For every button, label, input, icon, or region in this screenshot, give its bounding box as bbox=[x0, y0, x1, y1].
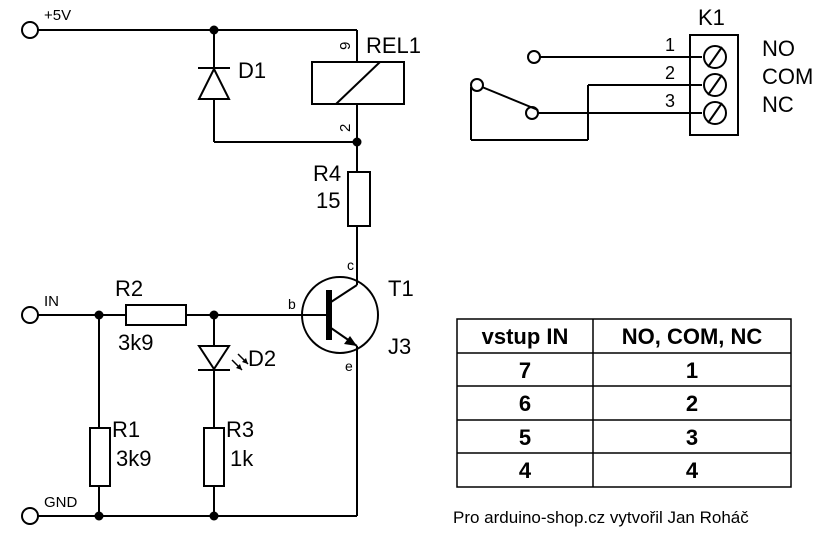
k1-label-nc: NC bbox=[762, 92, 794, 117]
vcc-terminal bbox=[21, 21, 39, 39]
k1-pin-3: 3 bbox=[665, 91, 675, 111]
junction-dot bbox=[209, 511, 219, 521]
r1-label: R1 bbox=[112, 417, 140, 442]
table-cell: 3 bbox=[686, 425, 698, 450]
led-d2: D2 bbox=[197, 315, 276, 428]
table-header-output: NO, COM, NC bbox=[622, 324, 763, 349]
mapping-table: vstup IN NO, COM, NC 7 1 6 2 5 3 4 4 bbox=[456, 318, 792, 488]
r2-label: R2 bbox=[115, 276, 143, 301]
r4-value: 15 bbox=[316, 188, 340, 213]
ground-net: GND bbox=[21, 494, 357, 525]
vcc-net: +5V bbox=[21, 7, 358, 62]
gnd-terminal bbox=[21, 507, 39, 525]
junction-dot bbox=[94, 511, 104, 521]
connector-k1: K1 1 2 3 NO COM NC bbox=[665, 5, 813, 136]
table-cell: 2 bbox=[686, 391, 698, 416]
emitter-label: e bbox=[345, 358, 353, 374]
table-cell: 7 bbox=[519, 358, 531, 383]
relay-pin-2: 2 bbox=[337, 124, 354, 132]
transistor-t1: c b e T1 J3 bbox=[288, 257, 414, 516]
r1-value: 3k9 bbox=[116, 446, 151, 471]
junction-dot bbox=[352, 137, 362, 147]
vcc-label: +5V bbox=[44, 7, 71, 24]
input-net: IN R2 3k9 bbox=[21, 276, 296, 355]
r3-label: R3 bbox=[226, 417, 254, 442]
in-label: IN bbox=[44, 293, 59, 310]
table-cell: 1 bbox=[686, 358, 698, 383]
d1-label: D1 bbox=[238, 58, 266, 83]
k1-label-com: COM bbox=[762, 64, 813, 89]
gnd-label: GND bbox=[44, 494, 78, 511]
resistor-r4: R4 15 bbox=[313, 161, 371, 268]
k1-pin-2: 2 bbox=[665, 63, 675, 83]
k1-pin-1: 1 bbox=[665, 35, 675, 55]
table-cell: 4 bbox=[519, 458, 532, 483]
relay-coil: REL1 9 2 bbox=[311, 33, 421, 172]
table-header-input: vstup IN bbox=[482, 324, 569, 349]
collector-label: c bbox=[347, 257, 354, 273]
diode-d1: D1 bbox=[197, 30, 357, 143]
table-cell: 4 bbox=[686, 458, 699, 483]
rel1-label: REL1 bbox=[366, 33, 421, 58]
t1-label: T1 bbox=[388, 276, 414, 301]
contact-com bbox=[470, 78, 484, 92]
in-terminal bbox=[21, 306, 39, 324]
resistor-r3: R3 1k bbox=[203, 417, 254, 516]
table-cell: 6 bbox=[519, 391, 531, 416]
contact-no bbox=[527, 50, 541, 64]
r4-label: R4 bbox=[313, 161, 341, 186]
t1-type: J3 bbox=[388, 334, 411, 359]
resistor-r2 bbox=[125, 304, 187, 326]
r3-value: 1k bbox=[230, 446, 254, 471]
k1-label-no: NO bbox=[762, 36, 795, 61]
k1-label: K1 bbox=[698, 5, 725, 30]
r2-value: 3k9 bbox=[118, 330, 153, 355]
table-cell: 5 bbox=[519, 425, 531, 450]
d2-label: D2 bbox=[248, 346, 276, 371]
credit-text: Pro arduino-shop.cz vytvořil Jan Roháč bbox=[453, 508, 749, 527]
relay-contacts bbox=[470, 50, 702, 141]
relay-pin-9: 9 bbox=[337, 42, 354, 50]
resistor-r1: R1 3k9 bbox=[89, 315, 151, 516]
base-label: b bbox=[288, 296, 296, 312]
